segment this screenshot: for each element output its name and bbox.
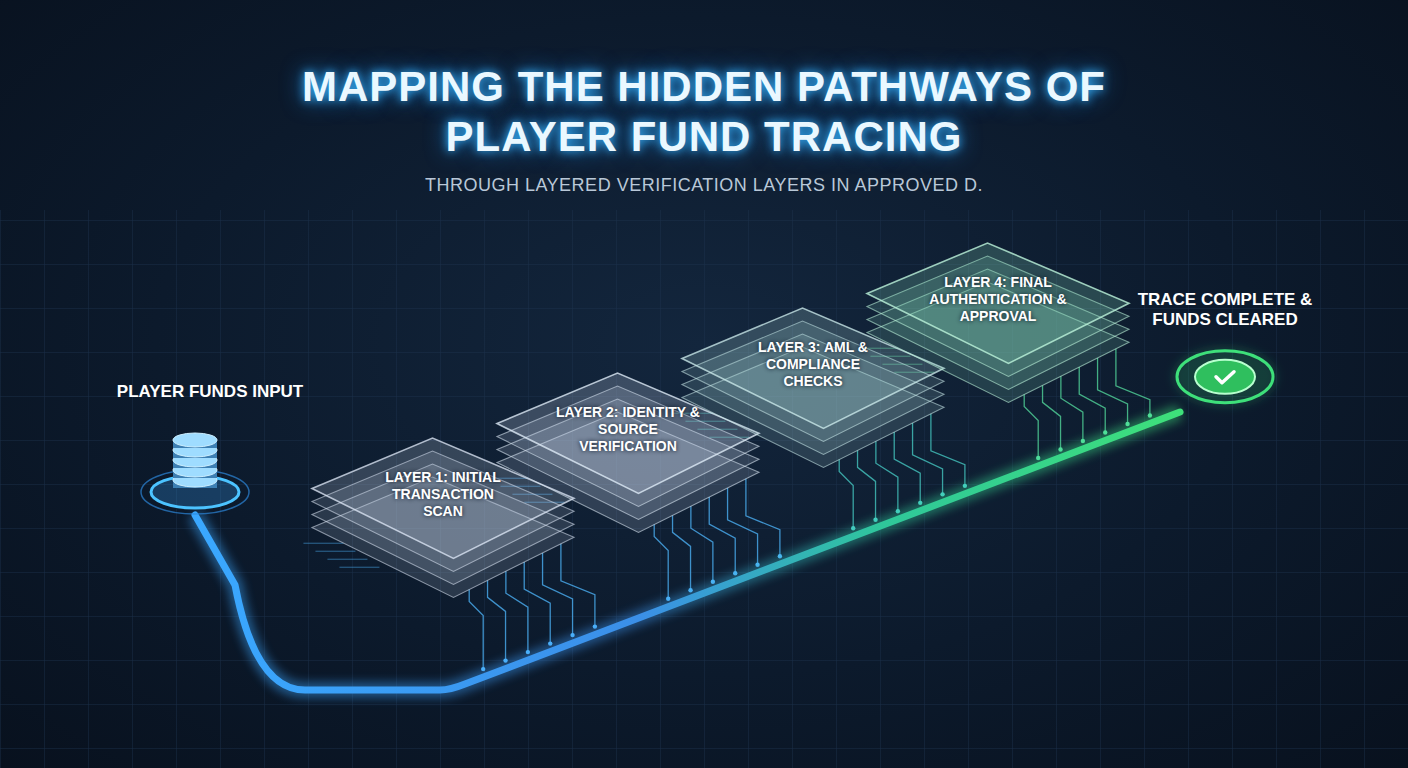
circuit-trace: [839, 460, 853, 529]
node-label: PLAYER FUNDS INPUT: [117, 382, 303, 402]
circuit-trace: [746, 479, 780, 556]
circuit-trace: [673, 515, 691, 590]
layer-label: LAYER 1: INITIAL TRANSACTION SCAN: [373, 469, 513, 519]
plate-outline: [867, 243, 1129, 363]
circuit-trace: [913, 423, 943, 494]
diagram-title: MAPPING THE HIDDEN PATHWAYS OF PLAYER FU…: [254, 62, 1154, 163]
glow: [1173, 347, 1277, 407]
input-node: PLAYER FUNDS INPUT: [105, 380, 315, 515]
diagram-subtitle: THROUGH LAYERED VERIFICATION LAYERS IN A…: [204, 175, 1204, 196]
complete-node: TRACE COMPLETE & FUNDS CLEARED: [1110, 290, 1340, 412]
circuit-trace: [931, 414, 965, 486]
circuit-trace: [315, 551, 355, 552]
circuit-trace: [561, 544, 595, 627]
circuit-trace: [488, 580, 506, 660]
circuit-trace: [339, 567, 379, 568]
circuit-trace: [709, 497, 735, 573]
layer-label: LAYER 2: IDENTITY & SOURCE VERIFICATION: [553, 404, 703, 454]
circuit-trace: [1043, 385, 1061, 449]
verification-layer: LAYER 4: FINAL AUTHENTICATION & APPROVAL: [867, 243, 1129, 415]
circuit-trace: [1098, 358, 1128, 424]
check-disc: [1195, 360, 1255, 394]
coin-top: [173, 433, 217, 447]
circuit-trace: [728, 488, 758, 565]
circuit-trace: [894, 432, 920, 503]
circuit-trace: [469, 590, 483, 670]
stacked-plates: [867, 243, 1129, 415]
circuit-trace: [1024, 395, 1038, 458]
check-mark: [1216, 372, 1234, 383]
layer-label: LAYER 3: AML & COMPLIANCE CHECKS: [738, 339, 888, 389]
circuit-trace: [327, 559, 367, 560]
circuit-trace: [654, 525, 668, 599]
circuit-trace: [543, 553, 573, 635]
circuit-trace: [524, 562, 550, 644]
circuit-trace: [858, 450, 876, 519]
layer-label: LAYER 4: FINAL AUTHENTICATION & APPROVAL: [918, 274, 1078, 324]
circuit-trace: [1116, 349, 1150, 416]
circuit-trace: [303, 543, 343, 544]
circuit-trace: [1079, 367, 1105, 432]
outer-ring: [1177, 351, 1273, 403]
node-label: TRACE COMPLETE & FUNDS CLEARED: [1125, 290, 1325, 331]
